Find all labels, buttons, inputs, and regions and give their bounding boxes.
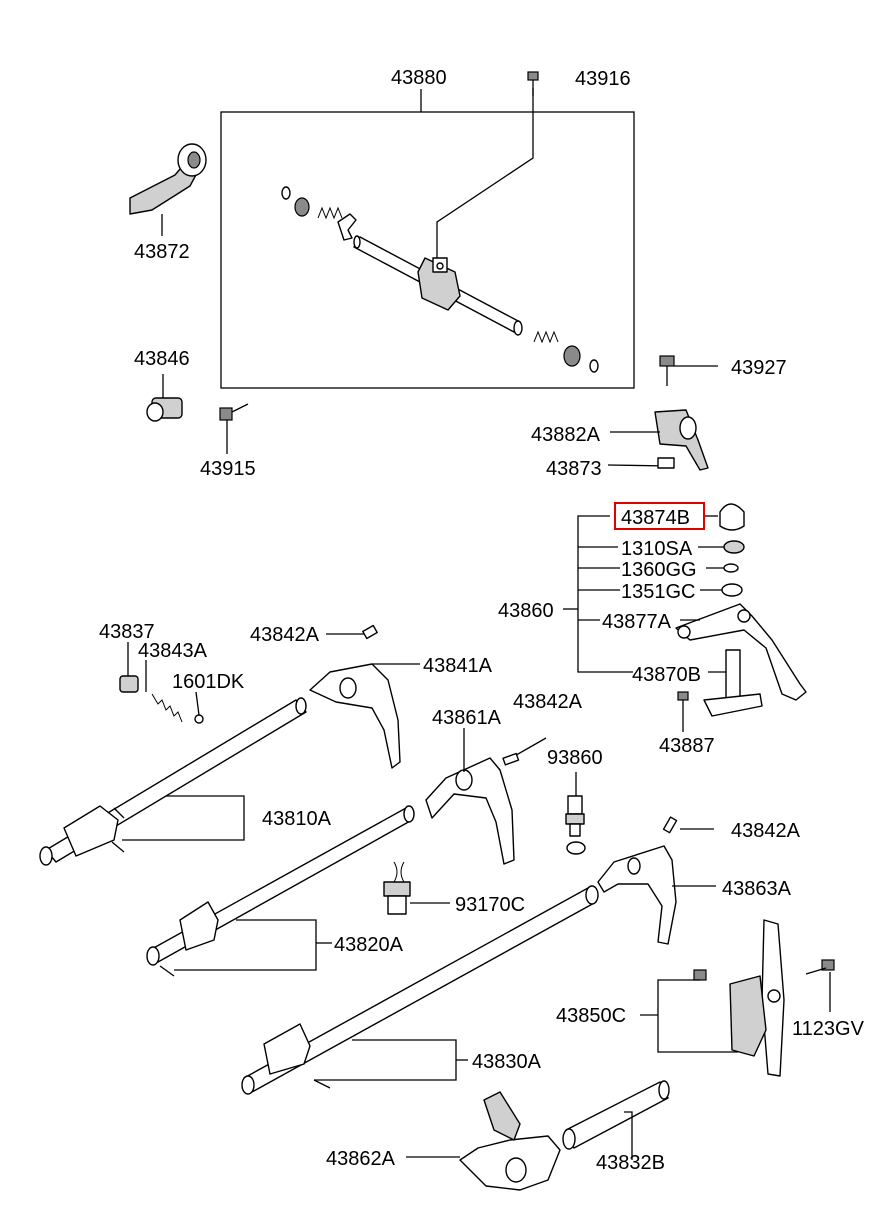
pin-43842A-1 [326, 624, 378, 640]
assembly-43860 [563, 503, 807, 732]
label-43882A[interactable]: 43882A [531, 424, 601, 446]
part-43927 [659, 355, 718, 386]
label-43861A[interactable]: 43861A [432, 707, 502, 729]
label-43915[interactable]: 43915 [200, 458, 256, 480]
rail-43830A [241, 885, 599, 1095]
label-43842A-1[interactable]: 43842A [250, 624, 320, 646]
fork-43862A [406, 1091, 561, 1191]
label-1123GV[interactable]: 1123GV [792, 1018, 865, 1040]
rail-43810A [39, 697, 307, 866]
label-93860[interactable]: 93860 [547, 747, 603, 769]
label-43880[interactable]: 43880 [391, 67, 447, 89]
label-43850C[interactable]: 43850C [556, 1005, 626, 1027]
switch-93860 [565, 772, 586, 855]
label-43916[interactable]: 43916 [575, 68, 631, 90]
highlight-box-43874B [614, 502, 705, 530]
label-43843A[interactable]: 43843A [138, 640, 208, 662]
label-43846[interactable]: 43846 [134, 348, 190, 370]
detent-parts [119, 642, 204, 724]
label-43832B[interactable]: 43832B [596, 1152, 665, 1174]
label-43927[interactable]: 43927 [731, 357, 787, 379]
pin-43842A-3 [662, 816, 714, 834]
label-43870B[interactable]: 43870B [632, 664, 701, 686]
part-43915 [219, 403, 249, 454]
bracket-43850C [640, 919, 835, 1077]
rail-43820A [146, 805, 415, 977]
label-43810A[interactable]: 43810A [262, 808, 332, 830]
part-43872 [129, 143, 207, 236]
label-93170C[interactable]: 93170C [455, 894, 525, 916]
label-43877A[interactable]: 43877A [602, 611, 672, 633]
label-43873[interactable]: 43873 [546, 458, 602, 480]
control-shaft [281, 186, 599, 373]
label-43841A[interactable]: 43841A [423, 655, 493, 677]
sensor-93170C [383, 861, 450, 915]
rod-43832B [562, 1080, 670, 1160]
label-43842A-2[interactable]: 43842A [513, 691, 583, 713]
part-43846 [146, 374, 183, 422]
part-43882A [607, 409, 709, 471]
fork-43841A [309, 663, 420, 769]
fork-43863A [597, 845, 716, 945]
label-1360GG[interactable]: 1360GG [621, 559, 697, 581]
assembly-43880 [220, 71, 635, 389]
label-43862A[interactable]: 43862A [326, 1148, 396, 1170]
label-43820A[interactable]: 43820A [334, 934, 404, 956]
label-1351GC[interactable]: 1351GC [621, 581, 696, 603]
assembly-box-43880 [220, 111, 635, 389]
label-43874B[interactable]: 43874B [621, 507, 690, 529]
label-43887[interactable]: 43887 [659, 735, 715, 757]
label-43842A-3[interactable]: 43842A [731, 820, 801, 842]
label-43830A[interactable]: 43830A [472, 1051, 542, 1073]
label-43837[interactable]: 43837 [99, 621, 155, 643]
label-43872[interactable]: 43872 [134, 241, 190, 263]
label-43860[interactable]: 43860 [498, 600, 554, 622]
fork-43861A [425, 728, 547, 865]
label-1601DK[interactable]: 1601DK [172, 671, 245, 693]
label-1310SA[interactable]: 1310SA [621, 538, 693, 560]
label-43863A[interactable]: 43863A [722, 878, 792, 900]
